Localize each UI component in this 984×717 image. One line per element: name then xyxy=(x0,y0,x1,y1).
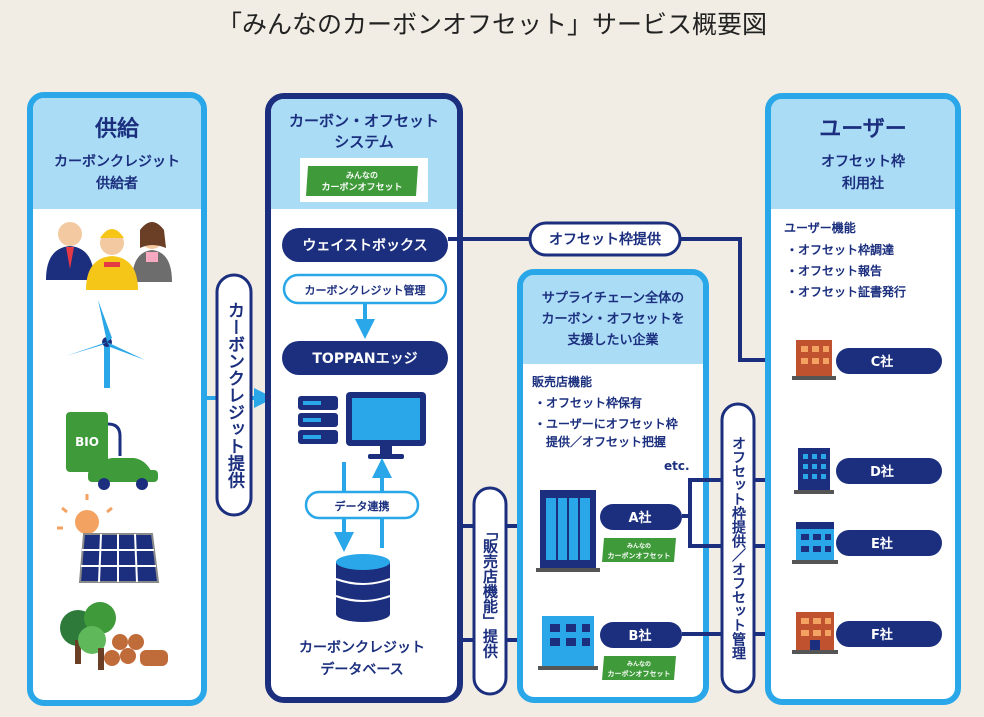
system-logo-line2: カーボンオフセット xyxy=(321,181,402,193)
company-e-bar xyxy=(836,530,942,556)
company-e-label: E社 xyxy=(871,536,893,552)
retailer-function-label-box xyxy=(472,486,508,696)
retailer-function-label: 「販売店機能」提供 xyxy=(481,524,499,660)
building-icon-f xyxy=(792,612,838,654)
retailer-feature-2a: ・ユーザーにオフセット枠 xyxy=(534,416,678,431)
server-icon xyxy=(298,396,338,444)
company-b-logo-line1: みんなの xyxy=(627,661,651,668)
company-d-bar xyxy=(836,458,942,484)
bio-fuel-car-icon: BIO xyxy=(66,412,158,490)
waste-box-pill xyxy=(282,228,448,262)
database-label-line1: カーボンクレジット xyxy=(299,640,425,656)
retailer-feature-2b: 提供／オフセット把握 xyxy=(546,434,666,449)
system-heading-line2: システム xyxy=(334,133,394,151)
supply-chain-heading-line2: カーボン・オフセットを xyxy=(541,311,684,327)
building-icon-c xyxy=(792,340,836,380)
user-feature-3: ・オフセット証書発行 xyxy=(786,284,906,299)
user-column: ユーザー オフセット枠 利用社 ユーザー機能 ・オフセット枠調達 ・オフセット報… xyxy=(765,93,961,705)
company-b-bar xyxy=(600,622,682,648)
company-b-service-logo: みんなの カーボンオフセット xyxy=(602,656,676,680)
user-feature-1: ・オフセット枠調達 xyxy=(786,242,894,257)
company-a-logo-line1: みんなの xyxy=(627,543,651,550)
credit-supply-label-box xyxy=(215,273,253,517)
offset-provision-label-box xyxy=(528,221,682,257)
credit-management-label: カーボンクレジット管理 xyxy=(305,283,426,297)
user-sub-line1: オフセット枠 xyxy=(821,153,905,170)
solar-panel-icon xyxy=(57,494,160,583)
supply-heading: 供給 xyxy=(94,116,140,142)
diagram-title: 「みんなのカーボンオフセット」サービス概要図 xyxy=(217,10,767,39)
system-heading-line1: カーボン・オフセット xyxy=(289,112,439,130)
offset-provision-label: オフセット枠提供 xyxy=(549,231,661,248)
supply-column: 供給 カーボンクレジット 供給者 BIO xyxy=(27,92,207,706)
bio-label: BIO xyxy=(75,435,99,449)
building-icon-e xyxy=(792,522,838,564)
toppan-edge-label: TOPPANエッジ xyxy=(312,351,417,367)
company-b-logo-line2: カーボンオフセット xyxy=(608,669,671,678)
building-icon-d xyxy=(794,448,834,494)
user-feature-2: ・オフセット報告 xyxy=(786,263,882,278)
waste-box-label: ウェイストボックス xyxy=(302,238,427,254)
retailer-features-etc: etc. xyxy=(664,459,690,473)
company-f-bar xyxy=(836,621,942,647)
company-b-label: B社 xyxy=(629,628,652,644)
user-heading: ユーザー xyxy=(819,117,907,142)
company-a-bar xyxy=(600,504,682,530)
supply-chain-heading-line3: 支援したい企業 xyxy=(566,332,659,348)
system-logo-line1: みんなの xyxy=(346,171,378,180)
supply-sub-line1: カーボンクレジット xyxy=(54,154,180,170)
company-c-bar xyxy=(836,348,942,374)
retailer-features-title: 販売店機能 xyxy=(532,374,592,389)
user-features-title: ユーザー機能 xyxy=(784,220,856,235)
offset-mgmt-label: オフセット枠提供／オフセット管理 xyxy=(730,436,747,660)
system-service-logo: みんなの カーボンオフセット xyxy=(300,158,428,202)
company-a-service-logo: みんなの カーボンオフセット xyxy=(602,538,676,562)
company-a-label: A社 xyxy=(628,510,651,526)
database-icon xyxy=(335,554,391,622)
toppan-edge-pill xyxy=(282,341,448,375)
building-icon-a xyxy=(536,490,600,572)
system-column: カーボン・オフセット システム みんなの カーボンオフセット ウェイストボックス… xyxy=(265,93,463,703)
building-icon-b xyxy=(538,616,598,670)
company-c-label: C社 xyxy=(871,354,894,370)
company-d-label: D社 xyxy=(870,464,894,480)
retailer-feature-1: ・オフセット枠保有 xyxy=(534,395,642,410)
data-link-pill xyxy=(304,490,420,520)
company-a-logo-line2: カーボンオフセット xyxy=(608,551,671,560)
database-label-line2: データベース xyxy=(320,661,403,678)
offset-mgmt-label-box xyxy=(720,402,756,694)
company-f-label: F社 xyxy=(871,627,893,643)
forest-icon xyxy=(60,602,168,670)
people-icon xyxy=(46,222,172,290)
data-link-label: データ連携 xyxy=(335,499,390,513)
wind-turbine-icon xyxy=(66,300,145,388)
supply-chain-heading-line1: サプライチェーン全体の xyxy=(542,290,684,306)
user-sub-line2: 利用社 xyxy=(842,175,884,192)
monitor-icon xyxy=(346,392,426,459)
supply-chain-column: サプライチェーン全体の カーボン・オフセットを 支援したい企業 販売店機能 ・オ… xyxy=(517,269,709,703)
supply-sub-line2: 供給者 xyxy=(95,175,138,192)
credit-supply-label: カーボンクレジット提供 xyxy=(224,302,246,490)
